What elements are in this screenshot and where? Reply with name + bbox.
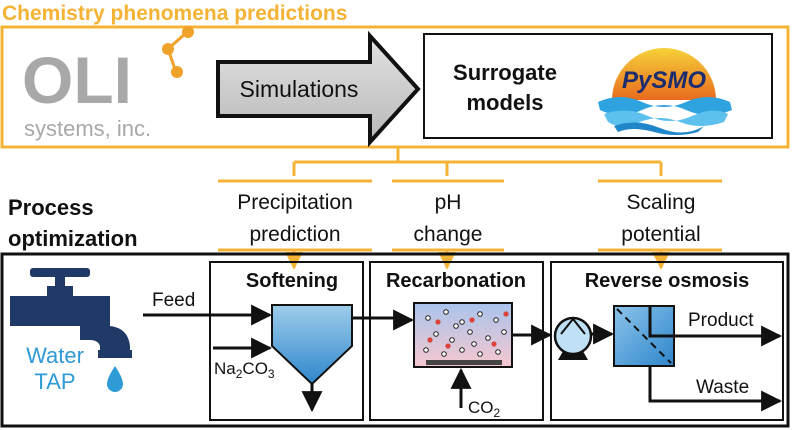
prediction-2-line2: change [414, 223, 483, 246]
simulations-label: Simulations [240, 76, 359, 102]
waste-label: Waste [696, 377, 749, 398]
water-tap-label-line2: TAP [34, 369, 75, 394]
recarbonation-tank-icon [413, 302, 513, 368]
softening-to-recarbonation-arrow [352, 309, 415, 331]
oli-logo-text: OLI [22, 43, 132, 117]
product-arrow [648, 306, 783, 347]
surrogate-label-line1: Surrogate [453, 60, 557, 85]
co2-label: CO2 [468, 398, 501, 420]
water-tap-label-line1: Water [26, 343, 84, 368]
process-frame [0, 252, 790, 428]
softening-label: Softening [246, 270, 338, 292]
simulations-arrow: Simulations [216, 30, 421, 148]
process-label-line1: Process [8, 195, 94, 220]
prediction-2-line1: pH [435, 191, 462, 214]
na2co3-label: Na2CO3 [214, 359, 275, 381]
pysmo-logo-icon: PySMO [598, 48, 732, 135]
recarbonation-label: Recarbonation [386, 270, 526, 292]
oli-logo-subtitle: systems, inc. [24, 116, 151, 141]
reverse-osmosis-label: Reverse osmosis [585, 270, 750, 292]
prediction-3-line1: Scaling [627, 191, 696, 214]
prediction-1-line2: prediction [249, 223, 340, 246]
pump-icon [553, 316, 593, 360]
softening-box [209, 261, 364, 421]
waste-arrow [648, 366, 783, 412]
prediction-3-line2: potential [621, 223, 700, 246]
prediction-connectors [292, 147, 663, 176]
header-title: Chemistry phenomena predictions [2, 2, 347, 25]
oli-logo-icon: OLI systems, inc. [22, 26, 194, 141]
softening-vessel-icon [271, 304, 353, 386]
product-label: Product [688, 310, 754, 331]
surrogate-label-line2: models [466, 90, 543, 115]
prediction-1-line1: Precipitation [237, 191, 353, 214]
feed-label: Feed [152, 290, 195, 311]
simulation-frame [0, 25, 790, 149]
pysmo-logo-text: PySMO [622, 67, 706, 94]
water-tap-icon: Water TAP [10, 268, 132, 394]
process-label-line2: optimization [8, 226, 138, 251]
